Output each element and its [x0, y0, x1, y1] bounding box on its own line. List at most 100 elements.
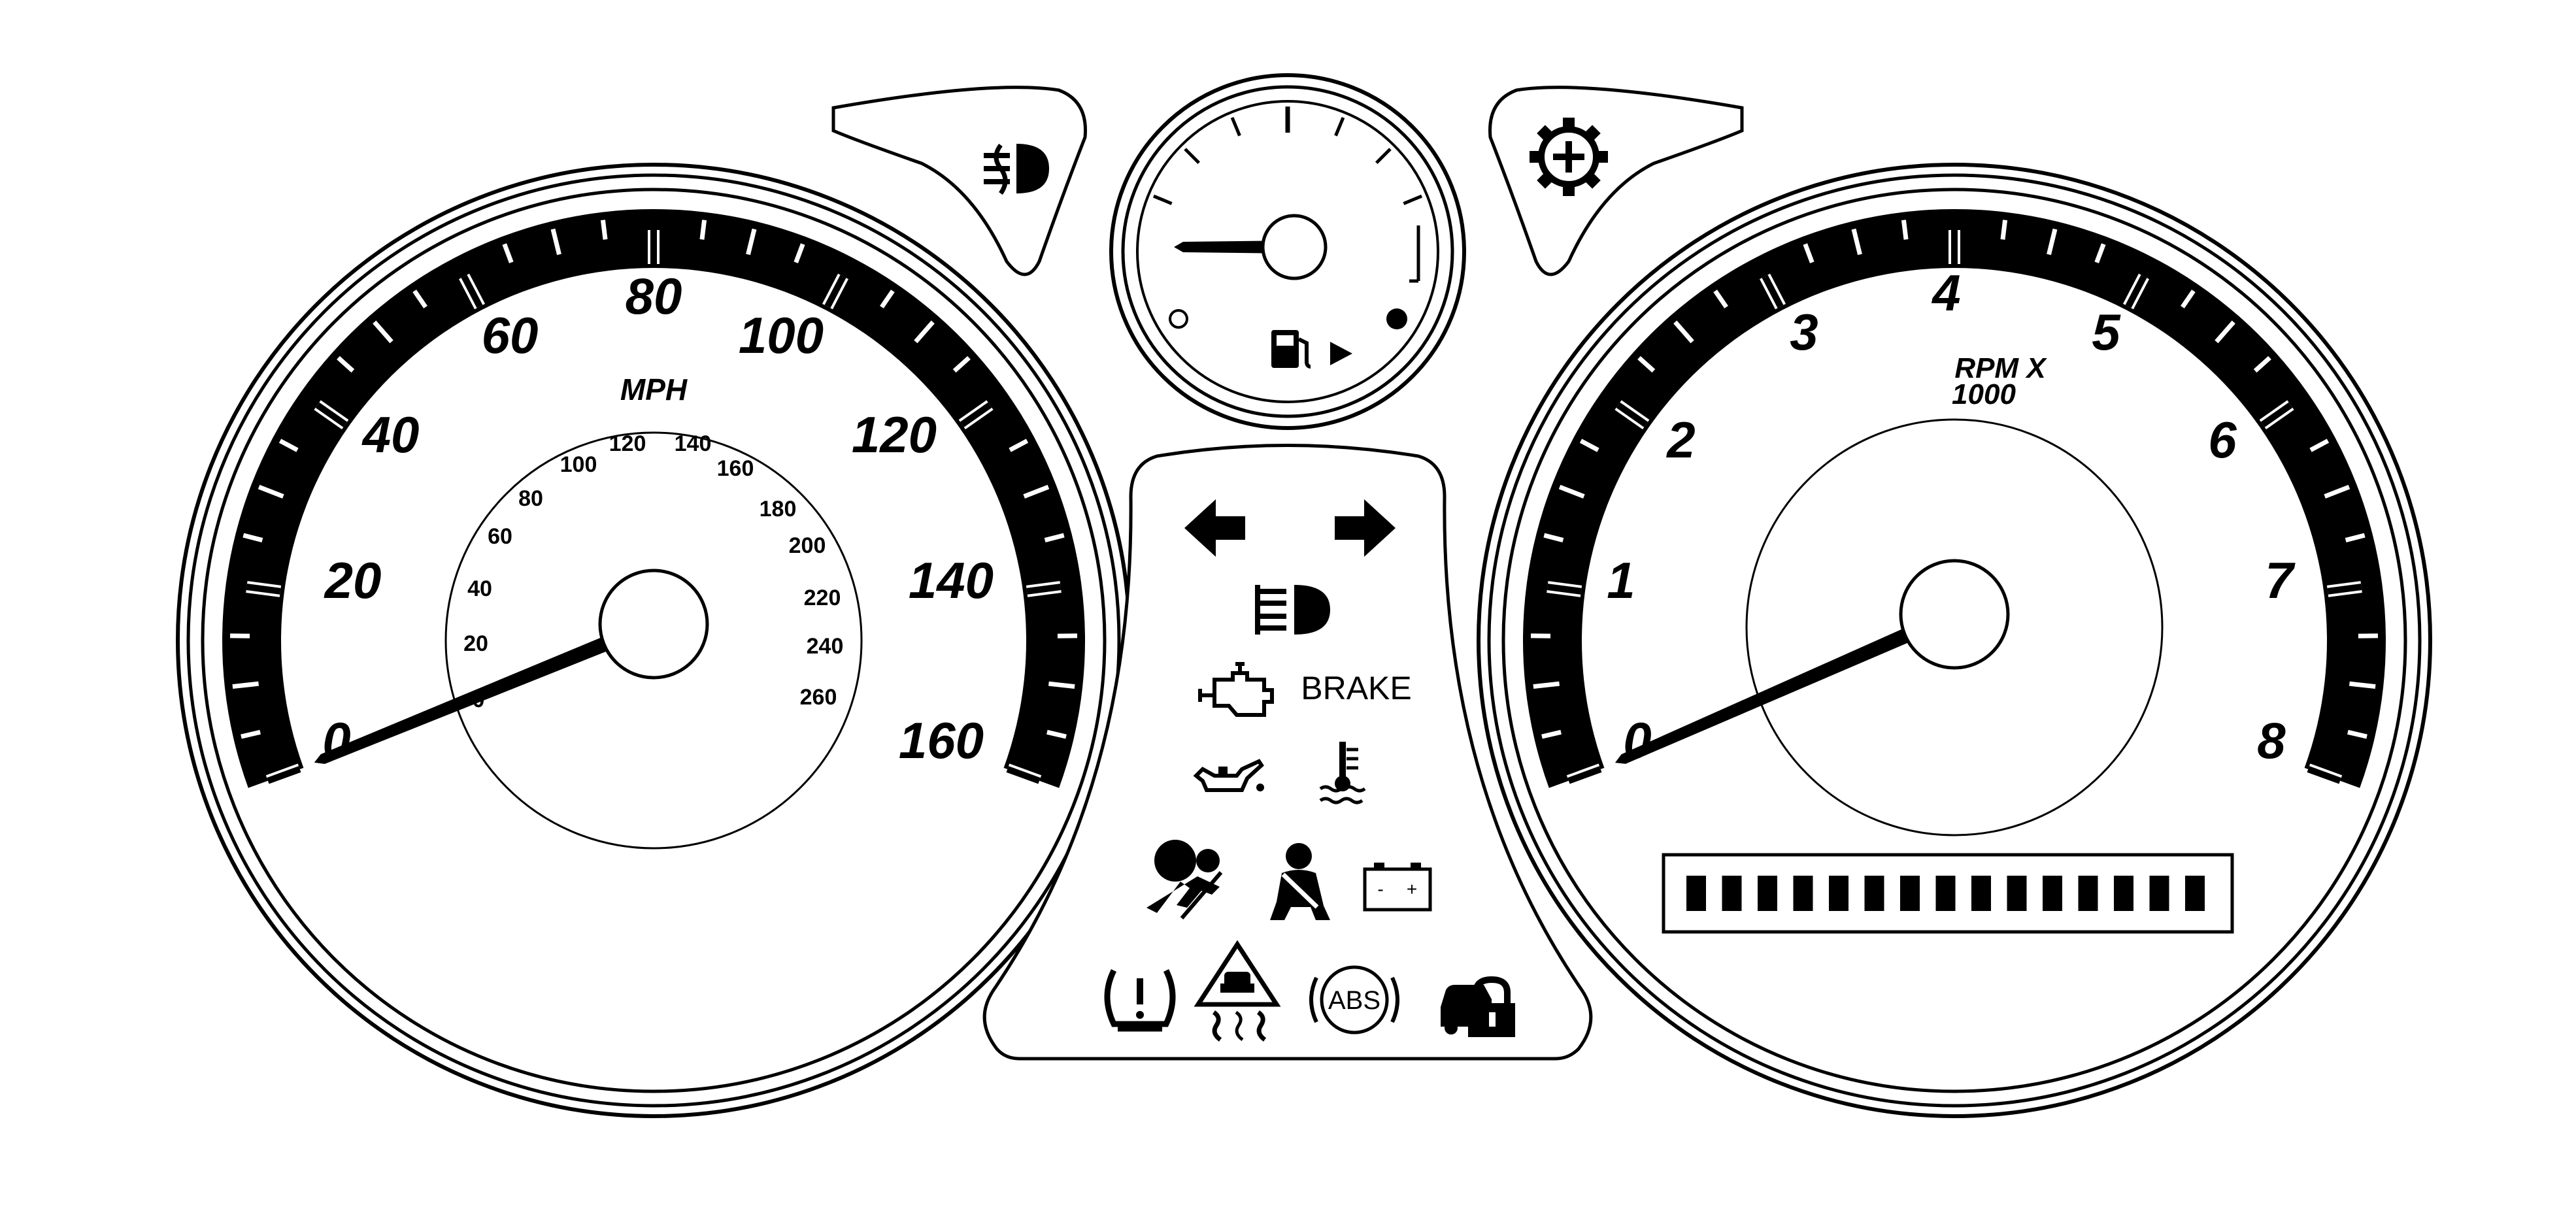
minor-tick	[232, 681, 259, 689]
minor-tick	[1009, 438, 1029, 452]
fuel-gauge-ticks	[1152, 107, 1423, 283]
minor-tick	[1533, 681, 1560, 689]
odometer-segment	[2185, 876, 2205, 911]
kmh-label: 20	[463, 631, 488, 656]
fuel-tick	[1375, 148, 1392, 165]
minor-tick	[2094, 243, 2106, 263]
kmh-label: 120	[609, 431, 646, 456]
mph-label: 40	[361, 406, 420, 463]
odometer-segment	[2078, 876, 2098, 911]
abs-warning-icon: ABS	[1309, 965, 1399, 1034]
major-tick-inner	[267, 766, 301, 784]
odometer-segment	[1971, 876, 1991, 911]
transmission-panel	[1488, 86, 1744, 276]
minor-tick	[1541, 729, 1562, 739]
rpm-unit-label: RPM X	[1954, 352, 2047, 384]
minor-tick	[2347, 729, 2367, 739]
minor-tick	[1673, 320, 1694, 344]
traction-control-icon	[1194, 940, 1281, 1042]
kmh-label: 220	[804, 586, 841, 610]
rpm-label: 8	[2257, 712, 2286, 769]
security-lock-icon	[1441, 976, 1515, 1037]
major-tick-inner	[1547, 584, 1582, 595]
tachometer-hub	[1899, 559, 2010, 670]
odometer-segment	[1935, 876, 1956, 911]
mph-label: 80	[626, 267, 682, 325]
major-tick-inner	[2125, 274, 2147, 308]
empty-marker	[1169, 309, 1188, 329]
minor-tick	[1579, 438, 1599, 452]
tachometer: RPM X 1000 0 1 2 3 4 5 6 7 8	[1477, 163, 2432, 1118]
kmh-label: 240	[807, 634, 844, 659]
fuel-tick	[1152, 194, 1173, 205]
airbag-icon	[1146, 840, 1223, 919]
rpm-label: 5	[2092, 303, 2121, 361]
fuel-hub	[1261, 214, 1328, 280]
rpm-label: 4	[1931, 264, 1960, 322]
major-tick-inner	[246, 584, 281, 595]
major-tick-inner	[1616, 402, 1648, 427]
odometer-segment	[2043, 876, 2062, 911]
kmh-label: 40	[467, 576, 492, 601]
minor-tick	[1901, 220, 1909, 240]
coolant-temperature-icon	[1319, 742, 1366, 804]
fuel-gauge	[1109, 73, 1466, 430]
major-tick-inner	[315, 402, 348, 427]
mph-label: 160	[899, 712, 984, 769]
kmh-label: 140	[675, 431, 712, 456]
kmh-label: 200	[789, 533, 826, 558]
major-tick-inner	[2260, 402, 2293, 427]
transmission-gear-icon	[1530, 118, 1608, 196]
odometer-segment	[1900, 876, 1920, 911]
battery-plus: +	[1407, 879, 1417, 899]
tachometer-ticks	[1531, 220, 2378, 787]
minor-tick	[794, 243, 805, 263]
minor-tick	[952, 356, 971, 373]
kmh-label: 80	[518, 486, 543, 511]
fog-lamp-panel	[831, 86, 1087, 276]
odometer-segment	[1829, 876, 1848, 911]
major-tick-inner	[1026, 584, 1062, 595]
odometer-segments	[1686, 876, 2205, 911]
speedometer-hub	[598, 569, 709, 680]
odometer-segment	[2114, 876, 2133, 911]
minor-tick	[2047, 228, 2058, 256]
major-tick-inner	[1006, 766, 1041, 784]
brake-warning-text: BRAKE	[1301, 670, 1412, 706]
mph-unit-label: MPH	[620, 372, 688, 406]
kmh-scale-labels: 0 20 40 60 80 100 120 140 160 180 200 22…	[463, 431, 843, 712]
full-marker	[1386, 308, 1407, 329]
kmh-label: 100	[560, 452, 597, 477]
check-engine-icon	[1198, 662, 1274, 717]
minor-tick	[746, 228, 757, 256]
kmh-label: 160	[717, 456, 754, 481]
minor-tick	[1558, 484, 1585, 499]
minor-tick	[2181, 289, 2196, 308]
minor-tick	[2000, 220, 2008, 240]
minor-tick	[914, 320, 935, 344]
minor-tick	[2345, 533, 2366, 542]
rpm-label: 6	[2208, 411, 2237, 469]
minor-tick	[337, 356, 355, 373]
speedometer-ticks	[230, 220, 1077, 787]
rpm-unit-multiplier: 1000	[1952, 378, 2016, 410]
minor-tick	[1713, 289, 1728, 308]
fuel-tick	[1230, 116, 1241, 137]
minor-tick	[1543, 533, 1564, 542]
odometer-segment	[1864, 876, 1884, 911]
mph-scale-labels: 0 20 40 60 80 100 120 140 160	[322, 267, 994, 769]
kmh-label: 60	[488, 524, 512, 549]
kmh-label: 260	[800, 685, 837, 710]
fuel-tick	[1184, 148, 1201, 165]
minor-tick	[1803, 243, 1815, 263]
minor-tick	[243, 533, 263, 542]
turn-signal-right-icon	[1335, 499, 1396, 557]
tachometer-needle	[1614, 607, 1958, 764]
major-tick-inner	[2327, 584, 2362, 595]
minor-tick	[550, 228, 561, 256]
odometer-display	[1662, 853, 2234, 934]
battery-icon: - +	[1363, 863, 1432, 912]
minor-tick	[1044, 533, 1065, 542]
rpm-label: 7	[2265, 552, 2296, 609]
